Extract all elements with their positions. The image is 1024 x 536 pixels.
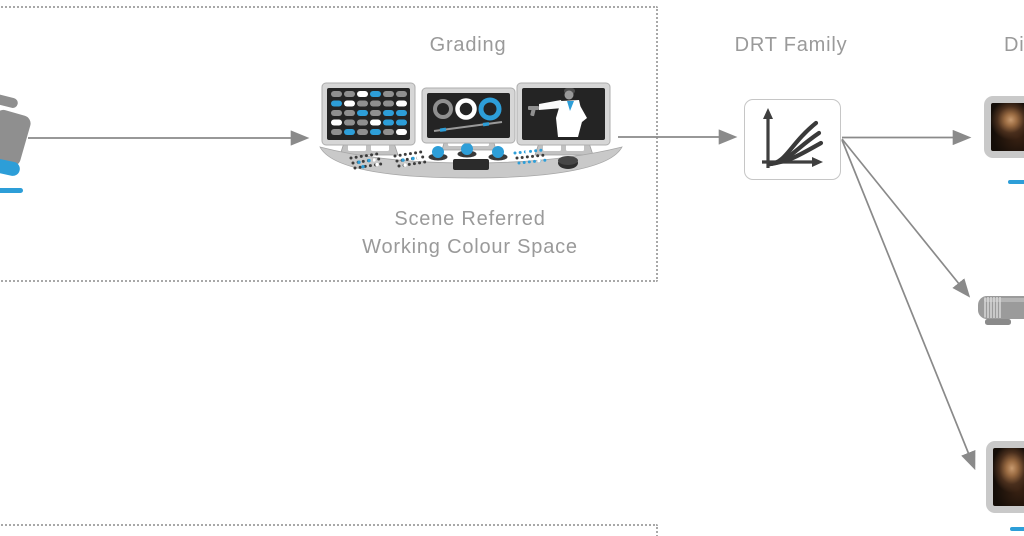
console-panel [453,159,489,170]
console-monitor-wheels [421,87,516,144]
caption-line-2: Working Colour Space [362,236,578,258]
grading-group-title: Grading [429,34,507,56]
spy-figure [528,88,587,137]
monitor-display-top-icon [984,96,1024,158]
tone-curves-icon [762,108,824,168]
console-monitor-pills [321,82,416,146]
arrow-drt-to-projector [841,138,971,298]
tv-picture [993,448,1024,506]
drt-family-box [744,99,841,180]
projector-icon [978,296,1024,325]
display-bottom-blue-underline [1010,527,1024,531]
grading-console-icon [319,82,623,179]
drt-family-label: DRT Family [734,34,848,56]
console-trackballs [428,143,508,161]
second-group-dashed-box [0,524,658,536]
monitor-display-bottom-icon [986,441,1024,513]
grading-group-dashed-box [0,6,658,282]
arrow-drt-to-display-bottom [841,139,976,471]
console-knob [558,156,578,169]
displays-group-label: Di [1004,34,1024,56]
console-monitor-picture [516,82,611,146]
caption-line-1: Scene Referred [394,208,546,230]
tv-picture [991,103,1024,151]
display-top-blue-underline [1008,180,1024,184]
film-camera-icon [0,94,31,193]
working-colour-space-caption: Scene Referred Working Colour Space [320,205,620,261]
